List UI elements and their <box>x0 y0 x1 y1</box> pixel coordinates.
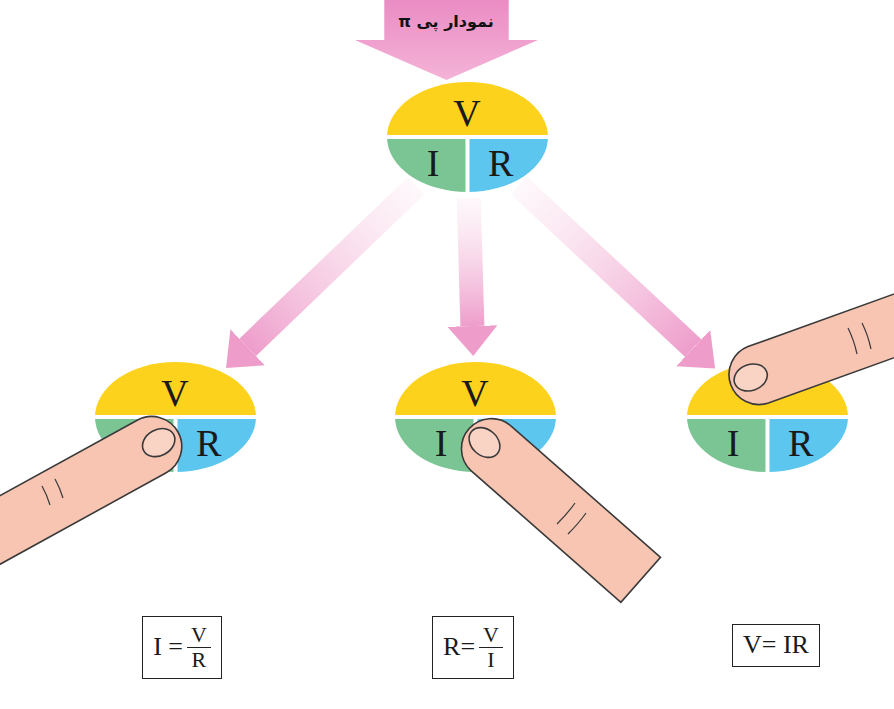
formula-box: R=VI <box>432 616 514 679</box>
fraction: VI <box>479 623 503 672</box>
formula-text: V= IR <box>743 631 809 660</box>
finger-wrinkle <box>557 503 575 524</box>
finger-nail <box>730 360 771 396</box>
numerator: V <box>187 623 211 648</box>
letter-slot: V <box>161 374 188 412</box>
formula-text: R= <box>443 633 475 662</box>
letter-slot: R <box>196 424 221 462</box>
letter-slot: R <box>788 424 813 462</box>
segment-divider <box>465 137 469 192</box>
formula-box: V= IR <box>732 624 820 667</box>
pi-chart: VI R <box>387 82 548 192</box>
finger-wrinkle <box>848 328 857 354</box>
resistance-segment <box>767 417 848 472</box>
current-segment <box>387 137 468 192</box>
voltage-letter: V <box>161 374 188 412</box>
finger-wrinkle <box>568 513 586 534</box>
arrow-connector <box>519 185 693 348</box>
arrow-connector <box>469 198 473 326</box>
resistance-segment <box>467 137 548 192</box>
title-slot: نمودار پی π <box>398 12 494 31</box>
letter-slot: I <box>435 424 448 462</box>
finger <box>0 416 182 569</box>
resistance-segment <box>175 417 256 472</box>
denominator: I <box>483 648 498 672</box>
finger <box>729 279 894 405</box>
finger-nail <box>463 422 506 464</box>
finger-wrinkle <box>55 479 63 498</box>
letter-slot: R <box>488 144 513 182</box>
finger-wrinkle <box>42 486 50 505</box>
letter-slot: I <box>427 144 440 182</box>
arrow-connector <box>248 186 416 347</box>
resistance-letter: R <box>488 144 513 182</box>
letter-slot: I <box>727 424 740 462</box>
voltage-letter: V <box>461 374 488 412</box>
left-finger <box>0 416 182 569</box>
block-arrow <box>355 0 538 80</box>
formula-text: I = <box>153 633 183 662</box>
letter-slot: V <box>461 374 488 412</box>
voltage-segment <box>387 82 548 137</box>
voltage-letter: V <box>453 94 480 132</box>
current-letter: I <box>727 424 740 462</box>
middle-finger <box>461 419 660 603</box>
formula-box: I =VR <box>142 616 222 679</box>
resistance-letter: R <box>196 424 221 462</box>
current-segment <box>95 417 176 472</box>
resistance-letter: R <box>788 424 813 462</box>
current-segment <box>395 417 476 472</box>
resistance-segment <box>475 417 556 472</box>
segment-divider <box>473 417 477 472</box>
voltage-segment <box>687 362 848 417</box>
current-letter: I <box>427 144 440 182</box>
segment-divider <box>173 417 177 472</box>
fraction: VR <box>187 623 211 672</box>
right-finger <box>729 279 894 405</box>
current-segment <box>687 417 768 472</box>
voltage-segment <box>395 362 556 417</box>
finger-wrinkle <box>862 323 871 349</box>
voltage-segment <box>95 362 256 417</box>
denominator: R <box>188 648 211 672</box>
finger <box>461 419 660 603</box>
block-arrow-shape <box>355 0 538 80</box>
current-letter: I <box>435 424 448 462</box>
segment-divider <box>765 417 769 472</box>
letter-slot: V <box>453 94 480 132</box>
title-arrow: نمودار پی π <box>355 0 538 80</box>
chart-title: نمودار پی π <box>398 12 494 31</box>
finger-nail <box>138 423 180 462</box>
numerator: V <box>479 623 503 648</box>
